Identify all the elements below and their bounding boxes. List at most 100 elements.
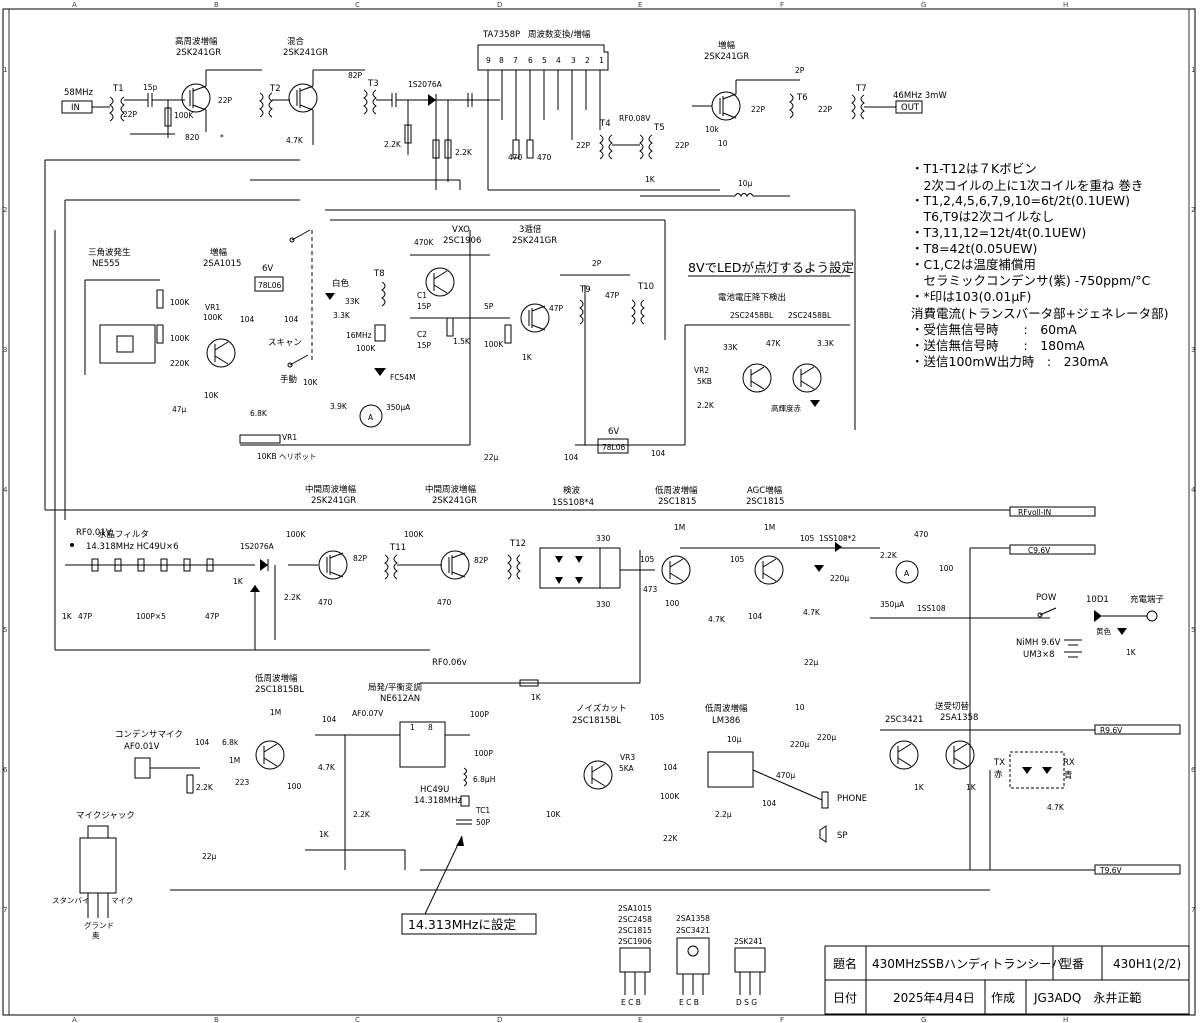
t3-coil [363, 89, 368, 115]
note-12: ・送信無信号時 : 180mA [911, 338, 1085, 353]
txrx-part-2: 2SA1358 [940, 713, 978, 723]
t6-label: T6 [796, 93, 808, 103]
svg-text:220μ: 220μ [830, 574, 849, 583]
col-c-b: C [355, 1016, 360, 1023]
agc-title: AGC増幅 [747, 485, 783, 496]
choke-10u [734, 193, 754, 197]
tx-led-label: TX [993, 758, 1005, 768]
amp-top-title: 増幅 [718, 40, 736, 51]
svg-text:1: 1 [410, 723, 415, 732]
svg-text:15P: 15P [417, 341, 432, 350]
svg-text:1K: 1K [1126, 648, 1137, 657]
svg-text:82P: 82P [353, 554, 368, 563]
svg-text:2.2K: 2.2K [455, 148, 473, 157]
pow-label: POW [1036, 593, 1057, 603]
svg-text:C2: C2 [417, 330, 427, 339]
svg-text:223: 223 [235, 778, 250, 787]
t8-label: T8 [373, 269, 385, 279]
note-5: ・T3,11,12=12t/4t(0.1UEW) [911, 225, 1086, 240]
svg-text:2.2K: 2.2K [284, 593, 302, 602]
svg-text:4.7K: 4.7K [286, 136, 304, 145]
notes-block: ・T1-T12は７Kボビン 2次コイルの上に1次コイルを重ね 巻き ・T1,2,… [911, 161, 1168, 369]
s-meter [895, 560, 919, 584]
svg-text:7: 7 [513, 56, 518, 65]
svg-text:820: 820 [185, 133, 200, 142]
if1-part: 2SK241GR [311, 496, 356, 506]
svg-text:220μ: 220μ [790, 740, 809, 749]
triangle-part: NE555 [92, 259, 120, 269]
svg-text:1M: 1M [764, 523, 775, 532]
row-3: 3 [3, 346, 7, 354]
t9-label: T9 [579, 285, 591, 295]
svg-text:47μ: 47μ [172, 405, 187, 414]
ne612-ic [399, 721, 446, 768]
svg-text:104: 104 [651, 449, 666, 458]
svg-text:2: 2 [585, 56, 590, 65]
rf008-level: RF0.08V [619, 114, 651, 123]
xtal-16mhz-part [374, 324, 386, 342]
pinout-1-part-4: 2SC1906 [618, 937, 652, 946]
noise-part: 2SC1815BL [572, 716, 621, 726]
author-label: 作成 [991, 991, 1015, 1005]
svg-text:1.5K: 1.5K [453, 337, 471, 346]
lf-amp-transistor [661, 555, 691, 585]
mixer-part: 2SK241GR [283, 48, 328, 58]
crystal-filter-title: 水晶フィルタ [98, 529, 149, 540]
tc1-value: 50P [476, 818, 491, 827]
tx-led-color: 赤 [994, 770, 1003, 780]
reg1-voltage: 6V [262, 264, 273, 274]
svg-text:5: 5 [542, 56, 547, 65]
svg-text:470μ: 470μ [776, 771, 795, 780]
svg-text:4: 4 [556, 56, 561, 65]
svg-text:82P: 82P [474, 556, 489, 565]
t11-coil [384, 554, 389, 580]
svg-text:10K: 10K [546, 810, 562, 819]
t1-label: T1 [112, 84, 124, 94]
svg-text:22P: 22P [576, 141, 591, 150]
t12-label: T12 [509, 539, 526, 549]
vr1-label-top: VR1 [205, 303, 220, 312]
drawing-frame [2, 8, 1196, 1016]
t2-label: T2 [269, 84, 281, 94]
row-2-r: 2 [1191, 206, 1195, 214]
pinouts: 2SA1015 2SC2458 2SC1815 2SC1906 E C B 2S… [618, 904, 766, 1007]
note-4: T6,T9は2次コイルなし [911, 209, 1054, 224]
svg-text:220μ: 220μ [817, 733, 836, 742]
title-label: 題名 [833, 956, 857, 971]
fc54m: FC54M [390, 373, 416, 382]
bus-rfvoll [1009, 506, 1096, 517]
t10-coil [631, 299, 636, 325]
crystal-freq: 14.318MHz [414, 796, 462, 806]
rf-amp-part: 2SK241GR [176, 48, 221, 58]
pinout-2-pins: E C B [679, 998, 699, 1007]
svg-text:10K: 10K [303, 378, 319, 387]
tc1-label: TC1 [475, 806, 490, 815]
svg-text:104: 104 [748, 612, 763, 621]
diode-1s2076a-top: 1S2076A [408, 80, 443, 89]
note-6: ・T8=42t(0.05UEW) [911, 241, 1037, 256]
svg-text:22P: 22P [818, 105, 833, 114]
svg-text:1M: 1M [229, 756, 240, 765]
svg-text:47P: 47P [549, 304, 564, 313]
rf006-level: RF0.06v [432, 658, 467, 668]
tripler-title: 3逓倍 [519, 224, 542, 235]
svg-text:2P: 2P [795, 66, 805, 75]
date-label: 日付 [833, 991, 857, 1005]
frame-rulers: A B C D E F G H A B C D E F G H 1 2 3 4 … [3, 1, 1196, 1023]
svg-text:470: 470 [537, 153, 552, 162]
battery-title: 電池電圧降下検出 [718, 292, 786, 303]
vr2-label: VR2 [694, 366, 709, 375]
mic-jack-mic: マイク [111, 896, 133, 905]
svg-text:10k: 10k [705, 125, 720, 134]
row-5: 5 [3, 626, 7, 634]
pinout-1-part-3: 2SC1815 [618, 926, 652, 935]
if2-title: 中間周波増幅 [425, 484, 477, 495]
svg-text:22μ: 22μ [202, 852, 217, 861]
bus-t96-label: T9.6V [1099, 866, 1123, 875]
mic-jack: マイクジャック スタンバイ マイク グランド 奥 [52, 811, 135, 940]
row-4: 4 [3, 486, 8, 494]
svg-text:100K: 100K [203, 313, 223, 322]
t5-label: T5 [653, 123, 665, 133]
svg-text:1M: 1M [270, 708, 281, 717]
